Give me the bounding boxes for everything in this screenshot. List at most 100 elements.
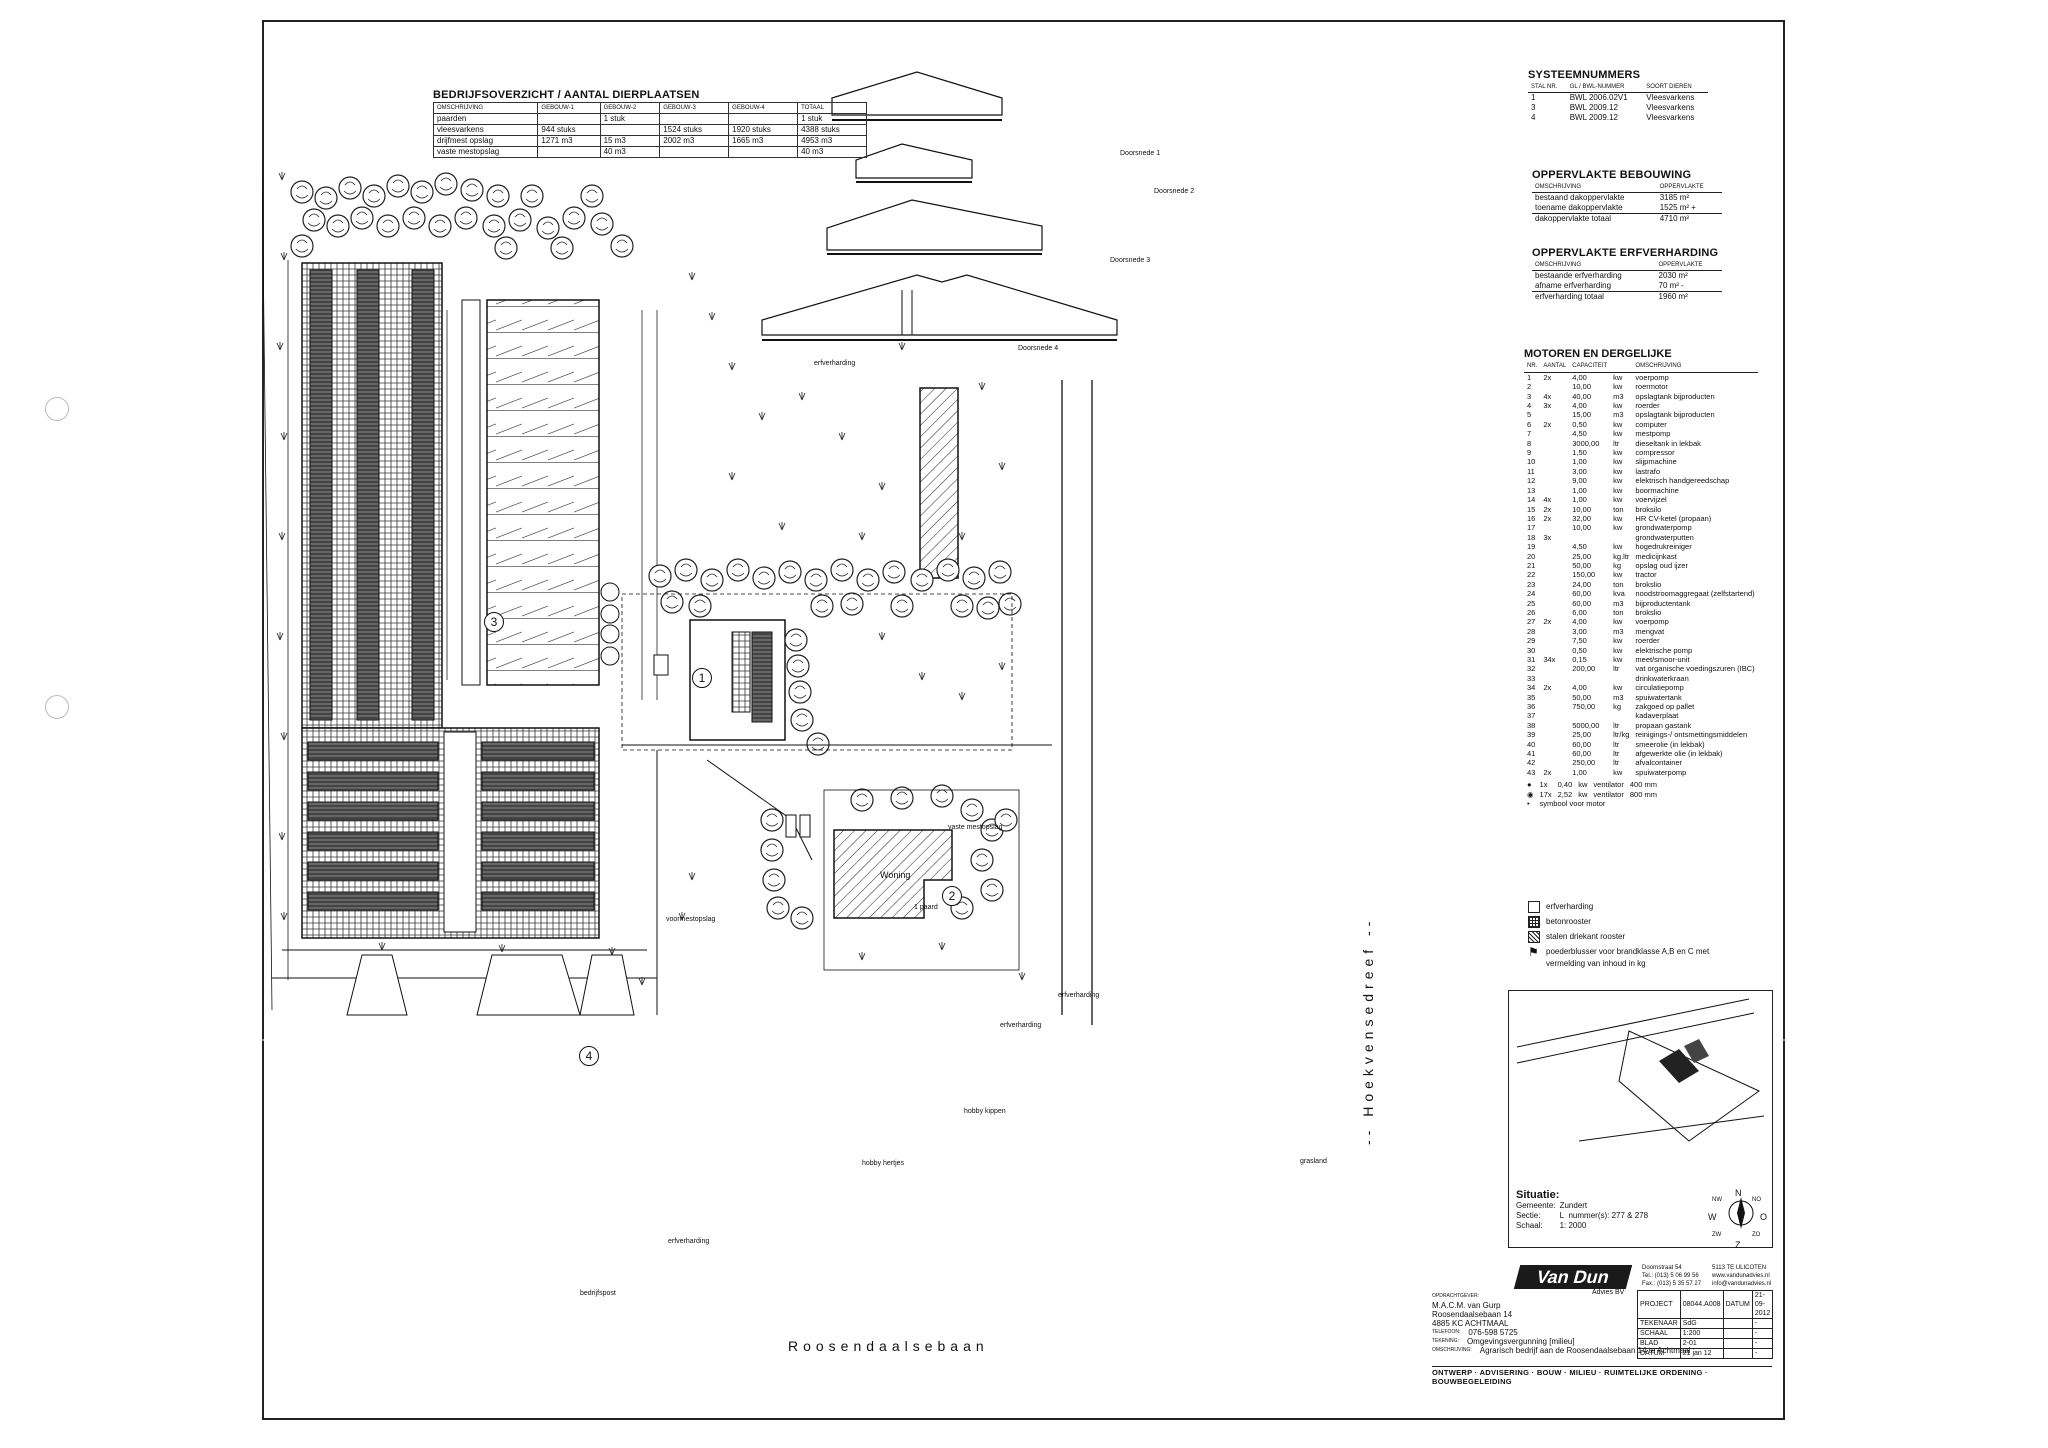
cell: 36 [1527, 702, 1536, 712]
cell [537, 146, 601, 158]
cell: 1271 m3 [537, 135, 601, 147]
cell: 13 [1527, 485, 1536, 495]
cell: 15 m3 [599, 135, 661, 147]
legend-label: erfverharding [1546, 902, 1594, 911]
cell: 1,50 [1572, 448, 1587, 458]
addr-line: Fax.: (013) 5 35 57 27 [1642, 1281, 1702, 1287]
cell: OMSCHRIJVING [1632, 362, 1758, 373]
cell: opslagtank bijproducten [1635, 391, 1715, 401]
addr-line: Doornstraat 54 [1642, 1265, 1682, 1271]
cell: kw [1613, 683, 1623, 693]
cell [1540, 439, 1569, 448]
cell: slijpmachine [1635, 457, 1677, 467]
gemeente-value: Zundert [1559, 1201, 1588, 1210]
opdrachtgever-label: OPDRACHTGEVER: [1432, 1293, 1479, 1299]
label-erfverharding-4: erfverharding [1058, 992, 1100, 999]
cell [728, 113, 799, 125]
cell [1540, 448, 1569, 457]
cell [1540, 561, 1569, 570]
cell: 14 [1527, 495, 1536, 505]
cell: SCHAAL [1637, 1328, 1681, 1339]
cell: 5000,00 [1572, 720, 1600, 730]
bedrijfsoverzicht-title: BEDRIJFSOVERZICHT / AANTAL DIERPLAATSEN [433, 89, 700, 101]
section-label-1: Doorsnede 1 [1120, 150, 1161, 157]
cell: circulatiepomp [1635, 683, 1684, 693]
cell: 40 m3 [797, 146, 867, 158]
cell: computer [1635, 419, 1667, 429]
cell: paarden [432, 113, 539, 125]
building-number-4: 4 [579, 1046, 599, 1066]
cell: - [1751, 1318, 1774, 1329]
cell [1540, 664, 1569, 673]
cell: 2x [1543, 683, 1552, 693]
cell: 10,00 [1572, 523, 1592, 533]
betonrooster-swatch-icon [1528, 916, 1540, 928]
cell: 200,00 [1572, 664, 1596, 674]
cell: kw [1613, 401, 1623, 411]
building-number-1: 1 [692, 668, 712, 688]
cell [1540, 674, 1569, 683]
motoren-title: MOTOREN EN DERGELIJKE [1524, 348, 1672, 360]
cell: voervijzel [1635, 495, 1667, 505]
cell: 35 [1527, 692, 1536, 702]
cell: kw [1613, 636, 1623, 646]
title-block-footer: ONTWERP · ADVISERING · BOUW · MILIEU · R… [1432, 1366, 1772, 1386]
cell: dieseltank in lekbak [1635, 438, 1701, 448]
erfverharding-title: OPPERVLAKTE ERFVERHARDING [1532, 247, 1719, 259]
cell [1540, 702, 1569, 711]
cell: BWL 2009.12 [1569, 103, 1618, 112]
cell: 3 [1527, 391, 1532, 401]
cell [1722, 1338, 1753, 1349]
cell: 2x [1543, 767, 1552, 777]
cell [1540, 523, 1569, 532]
cell: 40,00 [1572, 391, 1592, 401]
cell: 3185 m² [1659, 193, 1690, 202]
cell: SOORT DIEREN [1643, 82, 1708, 93]
cell [1540, 580, 1569, 589]
cell [1569, 674, 1610, 683]
cell: 60,00 [1572, 749, 1592, 759]
company-address-1: Doornstraat 54 Tel.: (013) 5 06 99 56 Fa… [1642, 1264, 1701, 1288]
cell: BLAD [1637, 1338, 1681, 1349]
cell: 3,00 [1572, 626, 1587, 636]
cell: afvalcontainer [1635, 758, 1683, 768]
ventilator-400-icon: ● [1527, 780, 1532, 790]
cell: opslag oud ijzer [1635, 560, 1688, 570]
label-vaste-mestopslag: vaste mestopslag [948, 824, 1003, 831]
cell: ltr [1613, 438, 1620, 448]
cell [1540, 693, 1569, 702]
cell: kg [1613, 560, 1622, 570]
client-info: OPDRACHTGEVER: M.A.C.M. van Gurp Roosend… [1432, 1292, 1691, 1355]
cell [1540, 457, 1569, 466]
punch-hole-top [45, 397, 69, 421]
cell: 60,00 [1572, 598, 1592, 608]
drawing-type: Omgevingsvergunning [milieu] [1466, 1337, 1575, 1346]
cell: erfverharding totaal [1532, 291, 1656, 302]
cell [1540, 627, 1569, 636]
cell: 16 [1527, 513, 1536, 523]
cell: ltr [1613, 749, 1620, 759]
cell: 2030 m² [1658, 271, 1688, 280]
section-label-3: Doorsnede 3 [1110, 257, 1151, 264]
compass-west: W [1708, 1212, 1717, 1222]
cell: kw [1613, 382, 1623, 392]
cell: 32 [1527, 664, 1536, 674]
cell: mengvat [1635, 626, 1665, 636]
cell: vaste mestopslag [432, 146, 539, 158]
ventilator-800-icon: ◉ [1527, 789, 1534, 799]
